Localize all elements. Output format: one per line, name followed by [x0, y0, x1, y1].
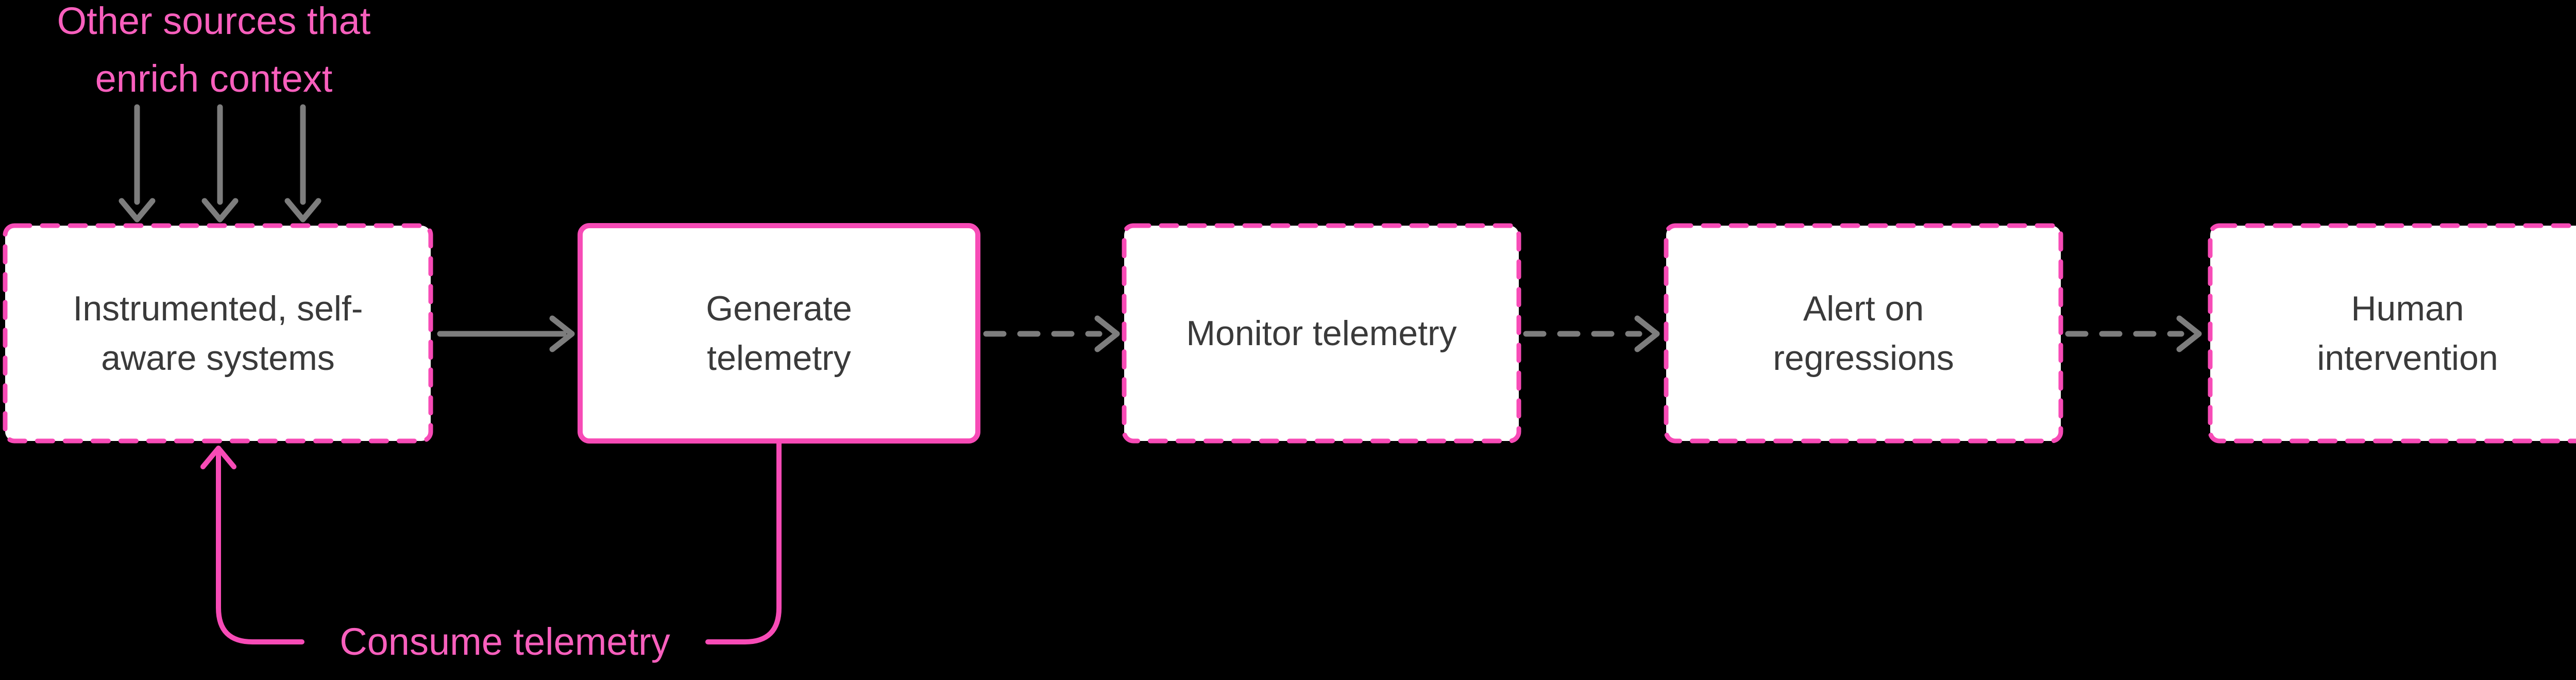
- other-sources-label: Other sources that enrich context: [8, 0, 420, 108]
- arrow-head: [2176, 315, 2202, 352]
- box-label-instrumented-systems: Instrumented, self- aware systems: [5, 226, 431, 441]
- box-alert-on-regressions-outline: [1664, 223, 2063, 444]
- consume-telemetry-label: Consume telemetry: [304, 615, 706, 669]
- arrow-head: [1094, 315, 1120, 352]
- arrow-head: [549, 315, 575, 352]
- arrow-head: [284, 198, 321, 223]
- label-line: intervention: [2317, 338, 2498, 378]
- arrow-head: [201, 198, 239, 223]
- label-line: Generate: [706, 289, 852, 328]
- flow-arrow-solid: [437, 315, 575, 352]
- label-line: aware systems: [101, 338, 335, 378]
- flow-arrow-dashed-2: [1523, 315, 1660, 352]
- box-instrumented-systems-outline: [3, 223, 433, 444]
- box-label-human-intervention: Human intervention: [2210, 226, 2576, 441]
- box-human-intervention-outline: [2208, 223, 2576, 444]
- box-label-alert-on-regressions: Alert on regressions: [1666, 226, 2061, 441]
- label-line: regressions: [1773, 338, 1954, 378]
- arrow-head: [118, 198, 156, 223]
- label-line: Monitor telemetry: [1186, 314, 1457, 353]
- connector-left-segment: [216, 451, 304, 644]
- label-line: Alert on: [1803, 289, 1924, 328]
- context-source-arrow-1: [118, 104, 156, 223]
- box-label-generate-telemetry: Generate telemetry: [580, 226, 978, 441]
- context-source-arrow-2: [201, 104, 239, 223]
- box-label-monitor-telemetry: Monitor telemetry: [1124, 226, 1519, 441]
- label-line: telemetry: [707, 338, 851, 378]
- label-line: Human: [2351, 289, 2464, 328]
- flow-arrow-dashed-1: [983, 315, 1120, 352]
- context-source-arrow-3: [284, 104, 321, 223]
- label-line: Other sources that: [57, 0, 371, 42]
- box-monitor-telemetry-outline: [1122, 223, 1521, 444]
- label-line: Instrumented, self-: [73, 289, 363, 328]
- flow-arrow-dashed-3: [2065, 315, 2202, 352]
- label-line: enrich context: [95, 57, 333, 100]
- arrow-head: [1634, 315, 1660, 352]
- connector-arrowhead: [200, 446, 236, 469]
- label-line: Consume telemetry: [340, 620, 670, 663]
- connector-right-segment: [705, 440, 782, 644]
- consume-telemetry-connector: [200, 440, 782, 644]
